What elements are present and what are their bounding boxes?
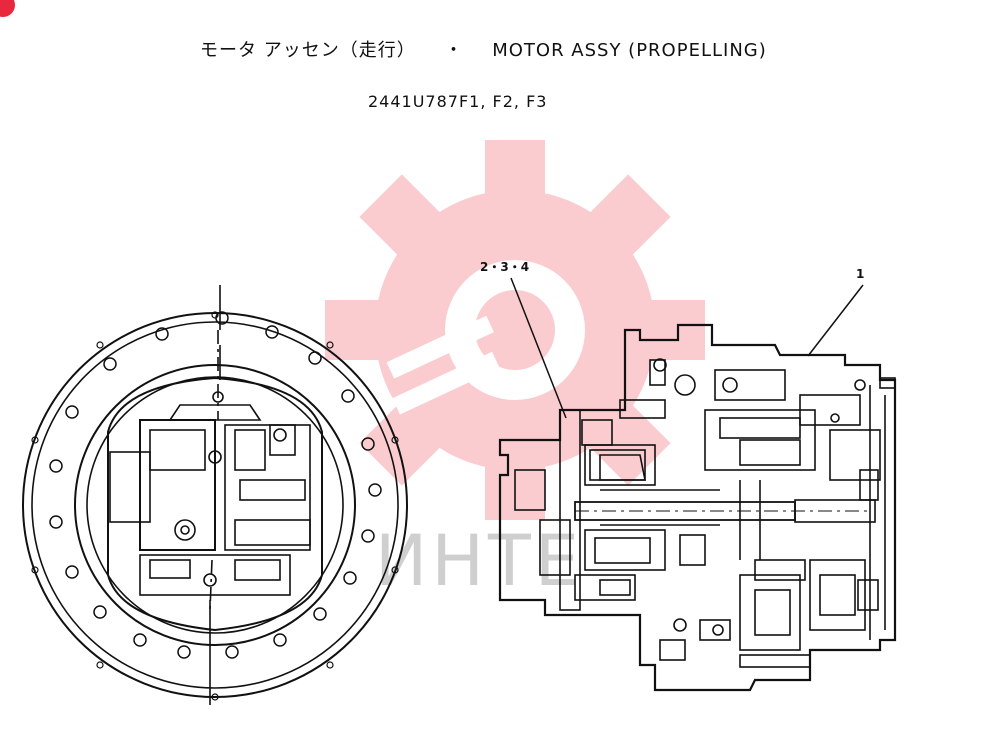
part-number-list: 2441U787F1, F2, F3 (368, 92, 548, 111)
page-title: モータ アッセン（走行） ・ MOTOR ASSY (PROPELLING) (200, 36, 767, 62)
title-japanese: モータ アッセン（走行） (200, 40, 416, 61)
leader-line-right (807, 284, 864, 357)
watermark-text: ИНТЕ (375, 520, 583, 602)
callout-label-1: 1 (856, 267, 864, 281)
callout-label-2-3-4: 2・3・4 (480, 260, 529, 274)
title-english: MOTOR ASSY (PROPELLING) (492, 40, 767, 61)
side-section-view (498, 323, 897, 692)
watermark-gear-icon (325, 140, 705, 520)
corner-badge (0, 0, 15, 17)
end-view (22, 285, 408, 705)
title-separator: ・ (444, 40, 464, 61)
leader-line-left (510, 277, 567, 419)
